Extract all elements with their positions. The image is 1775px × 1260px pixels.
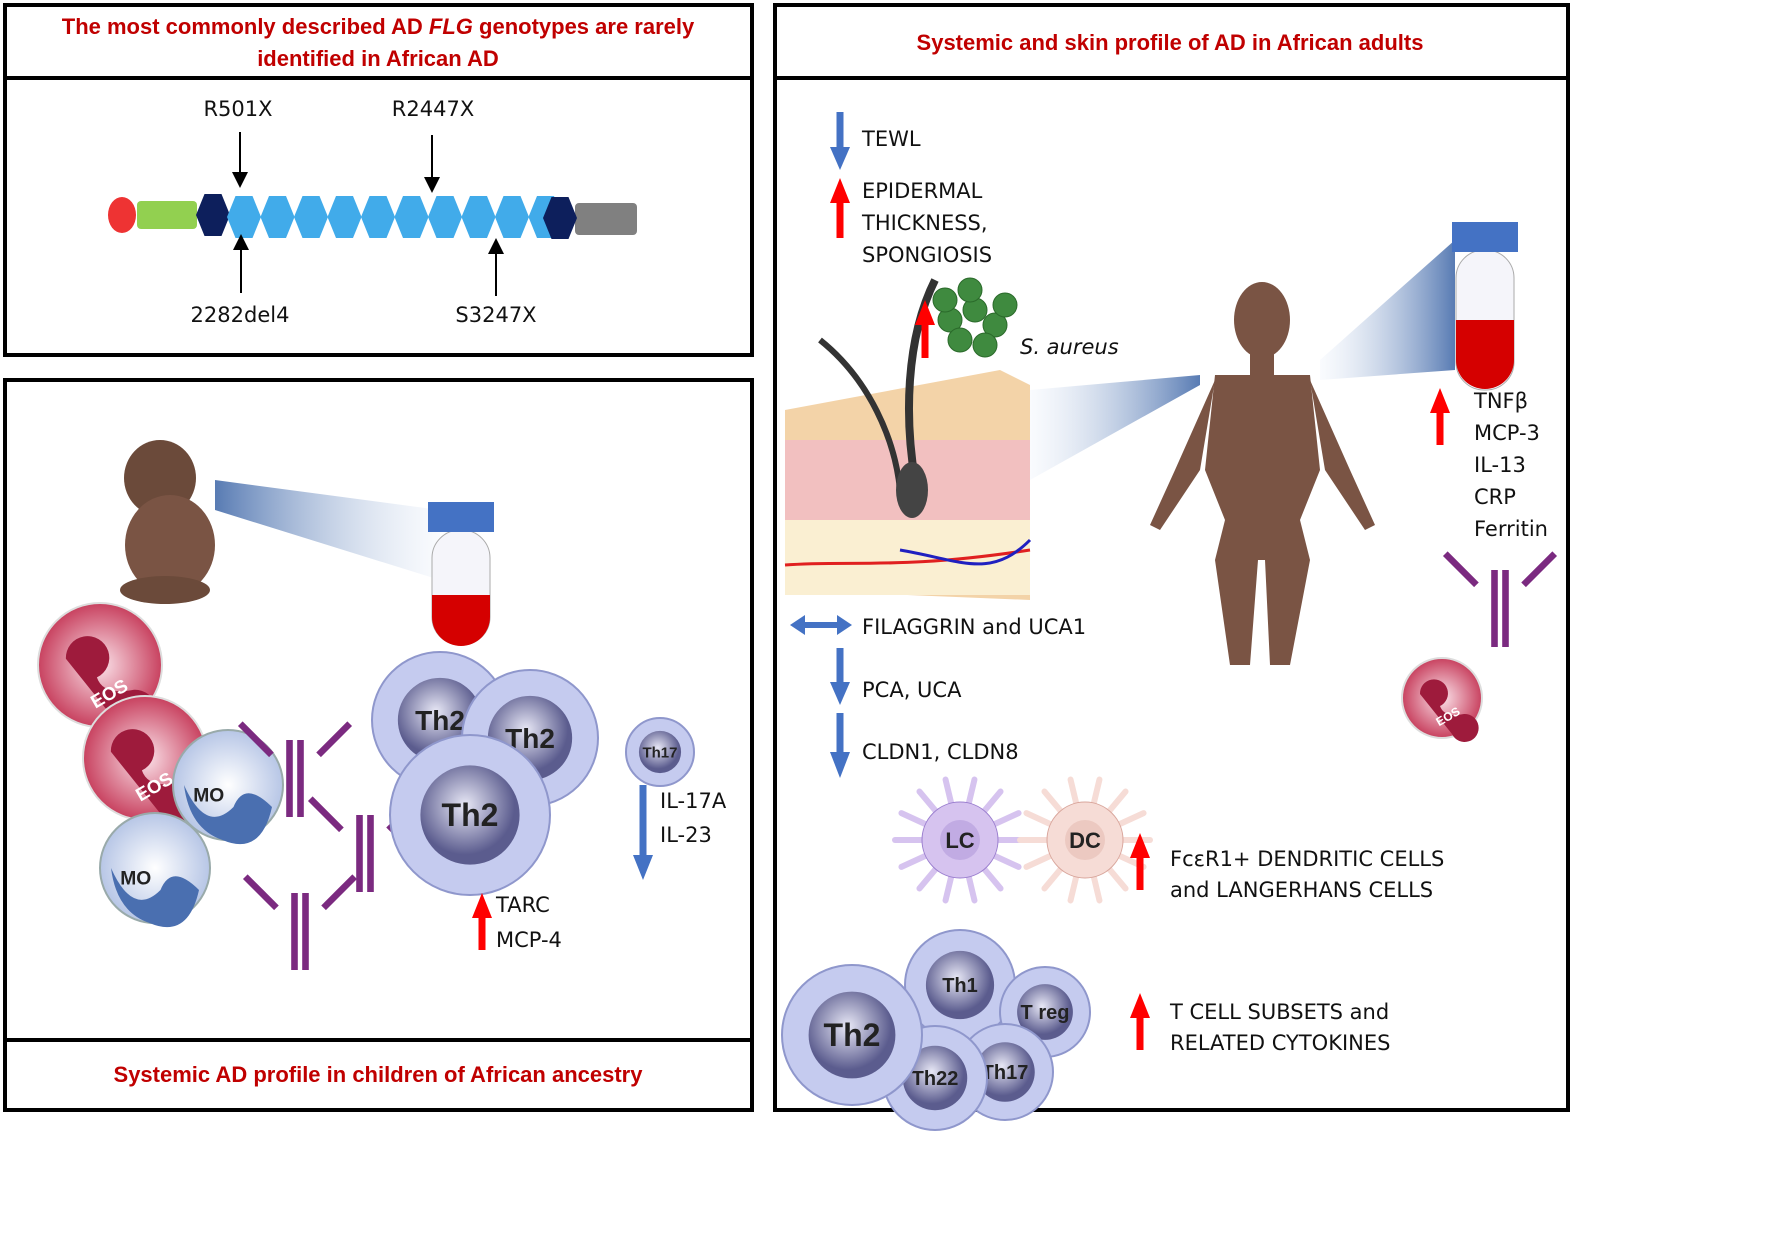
filaggrin-repeat-hexagon — [461, 196, 496, 238]
antibody-icon — [1442, 551, 1558, 647]
epidermal-label: THICKNESS, — [861, 211, 988, 235]
s-aureus-bacteria-icon — [932, 277, 1018, 358]
dendritic-text: and LANGERHANS CELLS — [1170, 878, 1433, 902]
s100-domain — [108, 197, 136, 233]
filaggrin-label: FILAGGRIN and UCA1 — [862, 615, 1086, 639]
down-arrow-icon — [830, 682, 850, 705]
t-cell: Th2 — [781, 964, 923, 1106]
t-cell: Th17 — [625, 717, 695, 787]
dendritic-text: FcεR1+ DENDRITIC CELLS — [1170, 847, 1444, 871]
cell-label: LC — [945, 828, 974, 853]
down-arrow-icon — [830, 147, 850, 170]
cell-label: Th22 — [912, 1068, 959, 1090]
dendritic-cell: DC — [1017, 776, 1153, 904]
antibody-icon — [242, 874, 358, 970]
antibody-icon — [237, 721, 353, 817]
panel-children-footer: Systemic AD profile in children of Afric… — [114, 1062, 644, 1087]
panel-flg-title-line1: The most commonly described AD FLG genot… — [62, 14, 695, 39]
cldn-label: CLDN1, CLDN8 — [862, 740, 1019, 764]
blood-marker: TNFβ — [1473, 389, 1528, 413]
blood-marker: Ferritin — [1474, 517, 1548, 541]
t-cell-text: T CELL SUBSETS and — [1169, 1000, 1389, 1024]
filaggrin-repeat-hexagon — [196, 194, 230, 236]
filaggrin-repeat-hexagon — [227, 196, 261, 238]
baby-illustration — [120, 440, 440, 604]
panel-flg-title-line2: identified in African AD — [257, 46, 499, 71]
t-cell-text: RELATED CYTOKINES — [1170, 1031, 1390, 1055]
cell-label: Th2 — [824, 1017, 881, 1053]
cell-label: Th2 — [442, 797, 499, 833]
filaggrin-repeat-hexagon — [294, 196, 328, 238]
mutation-label-2282del4: 2282del4 — [191, 303, 290, 327]
cell-label: T reg — [1021, 1002, 1070, 1024]
panel-flg-genotypes: The most commonly described AD FLG genot… — [3, 3, 754, 357]
flg-protein-schematic — [108, 194, 637, 239]
monocyte-cell: MO — [172, 729, 284, 845]
s-aureus-label: S. aureus — [1020, 335, 1119, 359]
down-marker: IL-17A — [660, 789, 727, 813]
blood-marker: CRP — [1474, 485, 1516, 509]
panel-adults: Systemic and skin profile of AD in Afric… — [773, 3, 1570, 1131]
b-domain — [137, 201, 197, 229]
tewl-label: TEWL — [861, 127, 921, 151]
monocyte-cell: MO — [99, 812, 211, 928]
pca-uca-label: PCA, UCA — [862, 678, 962, 702]
cell-label: MO — [193, 786, 224, 807]
t-cell: Th2 — [389, 734, 551, 896]
filaggrin-repeat-hexagon — [327, 196, 362, 238]
mutation-label-s3247x: S3247X — [455, 303, 536, 327]
down-marker: IL-23 — [660, 823, 712, 847]
blood-tube-icon — [428, 502, 494, 646]
filaggrin-repeat-hexagon — [361, 196, 395, 238]
up-arrow-icon — [915, 300, 935, 325]
filaggrin-repeat-hexagon — [260, 196, 295, 238]
panel-adults-title: Systemic and skin profile of AD in Afric… — [917, 30, 1424, 55]
cell-label: MO — [120, 869, 151, 890]
mutation-label-r2447x: R2447X — [392, 97, 474, 121]
epidermal-label: EPIDERMAL — [862, 179, 983, 203]
up-arrow-icon — [1130, 993, 1150, 1018]
cell-label: Th1 — [942, 975, 978, 997]
eosinophil-cell: EOS — [1401, 657, 1483, 742]
filaggrin-repeat-hexagon — [495, 196, 529, 238]
skin-cross-section-illustration — [784, 278, 1200, 600]
adult-figure-illustration — [1150, 240, 1455, 665]
up-arrow-icon — [1430, 388, 1450, 413]
filaggrin-repeat-hexagon — [428, 196, 462, 238]
cell-label: Th17 — [642, 744, 677, 761]
up-marker: TARC — [495, 893, 550, 917]
filaggrin-repeat-hexagon — [394, 196, 429, 238]
blood-tube-icon — [1452, 222, 1518, 391]
epidermal-label: SPONGIOSIS — [862, 243, 992, 267]
dendritic-cell: LC — [892, 776, 1028, 904]
cell-label: Th2 — [415, 705, 465, 736]
up-marker: MCP-4 — [496, 928, 562, 952]
panel-children: Systemic AD profile in children of Afric… — [3, 378, 754, 1112]
blood-marker: IL-13 — [1474, 453, 1526, 477]
up-arrow-icon — [1130, 833, 1150, 858]
filaggrin-repeat-hexagon — [543, 197, 577, 239]
c-terminal-domain — [575, 203, 637, 235]
mutation-label-r501x: R501X — [203, 97, 272, 121]
cell-label: Th17 — [982, 1062, 1029, 1084]
up-arrow-icon — [830, 178, 850, 203]
down-arrow-icon — [830, 752, 850, 778]
blood-marker: MCP-3 — [1474, 421, 1540, 445]
cell-label: DC — [1069, 828, 1101, 853]
